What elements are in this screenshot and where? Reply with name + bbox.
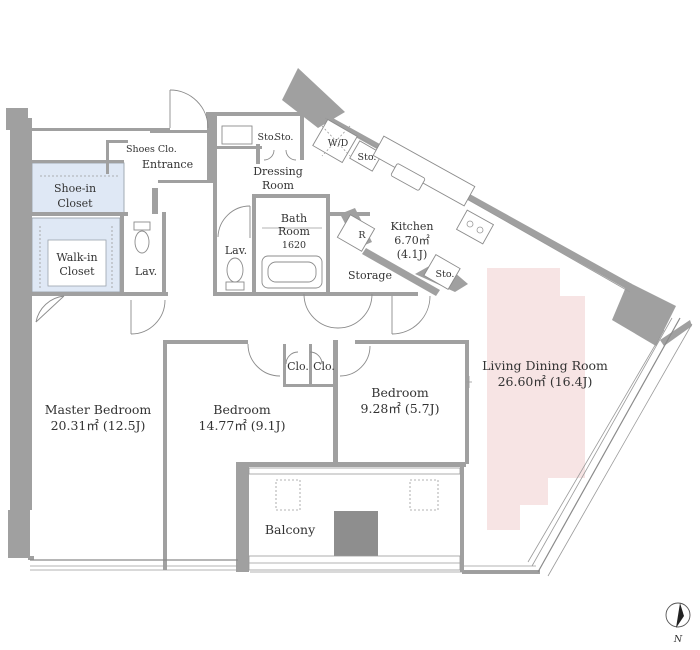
wall-top-left-block [6,108,28,120]
toilet-tank-2 [225,281,245,291]
bedroom2-area-label: 14.77㎡ (9.1J) [199,418,286,433]
shoe-in-closet-label-2: Closet [57,197,93,210]
kitchen-counter [372,135,476,207]
storage-label-4: Sto. [436,269,455,280]
closet-label-1: Clo. [287,360,309,373]
compass-label: N [673,634,683,645]
bedroom3-label: Bedroom [371,385,429,400]
compass-icon: N [665,602,691,645]
wd-label: W/D [328,138,349,149]
bedroom3-area-label: 9.28㎡ (5.7J) [361,401,440,416]
closet-doors [285,351,323,365]
master-bedroom-label: Master Bedroom [45,402,152,417]
bath-room-label-1: Bath [281,212,307,225]
entrance-label: Entrance [142,158,193,171]
toilet-tank-1 [133,221,151,231]
wall-kitchen-diagonal [318,112,632,290]
fridge-box [336,214,376,252]
walk-in-closet-label-1: Walk-in [56,251,97,264]
dressing-room-label-1: Dressing [253,165,303,178]
balcony-label: Balcony [265,522,316,537]
cooktop [455,209,495,245]
storage-door [303,293,373,329]
bedroom2-door [247,343,281,377]
living-room-area-label: 26.60㎡ (16.4J) [498,374,593,389]
vanity [221,125,253,145]
balcony-wall-left [236,462,249,572]
entrance-door [169,89,209,129]
shoes-closet-label: Shoes Clo. [126,144,177,155]
dressing-doors [263,149,297,161]
kitchen-label: Kitchen [391,220,434,233]
living-room-label: Living Dining Room [482,358,608,373]
column-top-right [282,68,345,128]
walk-in-closet-door [35,295,65,323]
walk-in-closet-inner [47,239,107,287]
storage-label-3: Sto. [358,152,377,163]
balcony-wall-right [460,464,464,572]
storage-label-2: Sto. [275,132,294,143]
storage-room-label: Storage [348,269,392,282]
kitchen-j-label: (4.1J) [397,248,428,261]
toilet-1 [134,230,150,254]
sto-box-small [423,253,461,291]
fridge-label: R [358,230,366,241]
wall-left-exterior [6,108,32,520]
living-door [391,295,431,335]
dressing-room-label-2: Room [262,179,295,192]
toilet-2 [226,257,244,283]
sto-box-kitchen [349,140,383,172]
balcony-unit-1 [275,479,301,511]
closet-label-2: Clo. [313,360,335,373]
bedroom3-door [339,345,371,377]
column-bottom-left [8,510,30,558]
walk-in-closet-label-2: Closet [59,265,95,278]
balcony-unit [334,511,378,556]
bath-size-label: 1620 [282,240,306,251]
master-bedroom-area-label: 20.31㎡ (12.5J) [51,418,146,433]
bath-room-label-2: Room [278,225,311,238]
lav-door [217,205,251,238]
lav-label-1: Lav. [135,265,157,278]
living-shaded-area [487,268,585,530]
shoe-in-closet-label-1: Shoe-in [54,182,96,195]
storage-label-1: Sto. [258,132,277,143]
bedroom2-label: Bedroom [213,402,271,417]
kitchen-sink [390,163,426,191]
column-right [612,282,676,346]
master-bedroom-door [130,299,166,335]
lav-label-2: Lav. [225,244,247,257]
kitchen-area-label: 6.70㎡ [394,234,430,247]
balcony-unit-2 [409,479,439,511]
